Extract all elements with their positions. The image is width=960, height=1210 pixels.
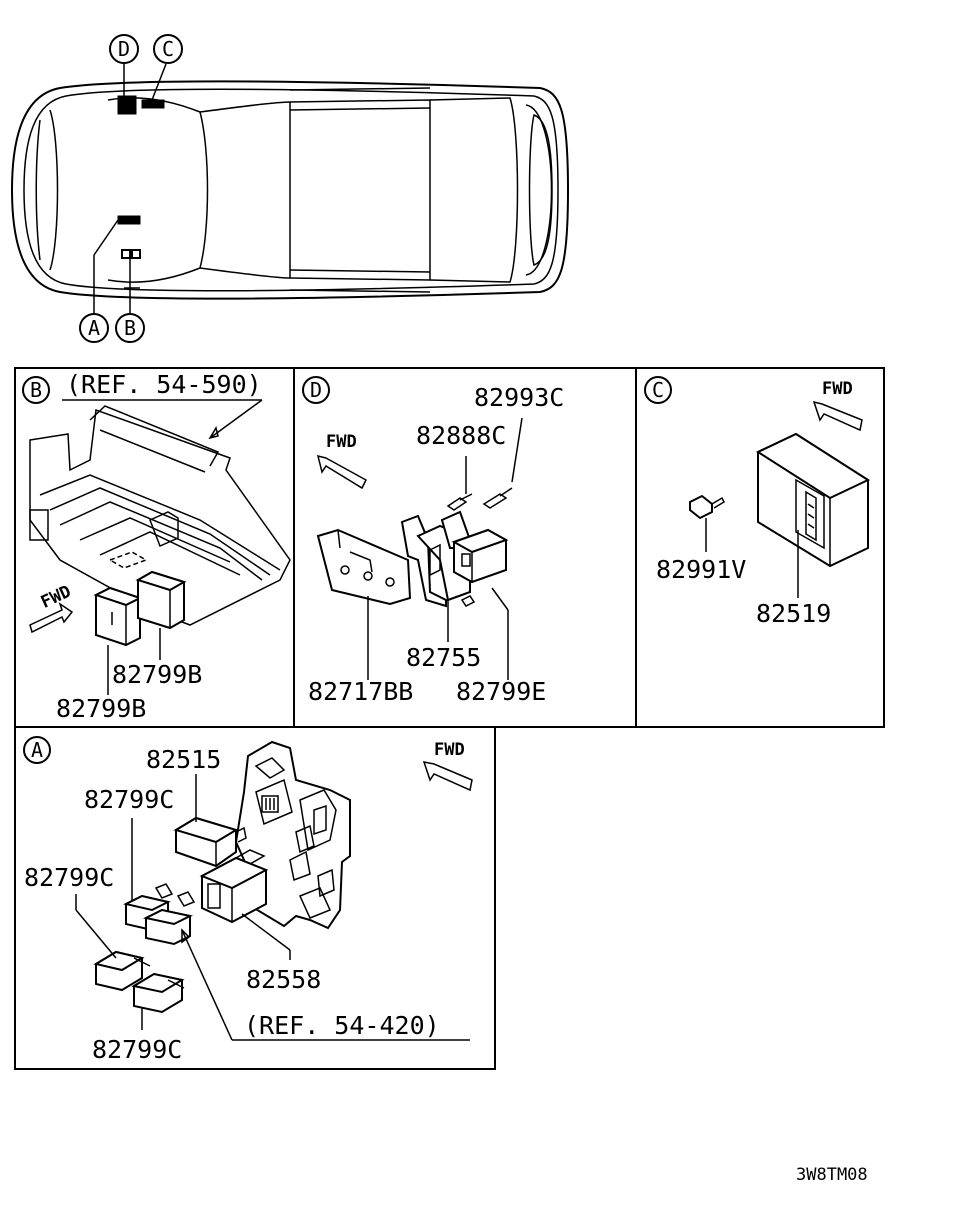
- callout-a-label: A: [88, 316, 100, 340]
- part-82799c-middle: 82799C: [24, 863, 114, 892]
- callout-d: D: [109, 34, 139, 64]
- panel-b: B (REF. 54-590) FWD 82799B 82799B: [22, 370, 291, 723]
- panel-a-ref: (REF. 54-420): [244, 1011, 440, 1040]
- part-82515: 82515: [146, 745, 221, 774]
- callout-d-label: D: [118, 37, 130, 61]
- panel-c-badge: C: [652, 378, 664, 402]
- part-82799b-lower: 82799B: [56, 694, 146, 723]
- part-82755: 82755: [406, 643, 481, 672]
- part-82991v: 82991V: [656, 555, 746, 584]
- panel-d-fwd: FWD: [326, 432, 357, 452]
- panel-a: A FWD 82515 82558: [23, 736, 473, 1064]
- callout-b-label: B: [124, 316, 136, 340]
- part-82799c-lower: 82799C: [92, 1035, 182, 1064]
- part-82993c: 82993C: [474, 383, 564, 412]
- callout-c-label: C: [162, 37, 174, 61]
- vehicle-top-view: [10, 63, 570, 313]
- part-82558: 82558: [246, 965, 321, 994]
- panel-frames: [14, 367, 885, 1070]
- panel-c-fwd: FWD: [822, 379, 853, 399]
- diagram-code: 3W8TM08: [796, 1165, 868, 1185]
- panel-c: C FWD 82991V 82519: [644, 376, 871, 628]
- panel-b-ref: (REF. 54-590): [66, 370, 262, 399]
- callout-b: B: [115, 313, 145, 343]
- part-82717bb: 82717BB: [308, 677, 413, 706]
- part-82799c-upper: 82799C: [84, 785, 174, 814]
- part-82799b-upper: 82799B: [112, 660, 202, 689]
- part-82888c: 82888C: [416, 421, 506, 450]
- panel-b-badge: B: [30, 378, 42, 402]
- callout-a: A: [79, 313, 109, 343]
- panel-d-badge: D: [310, 378, 322, 402]
- panel-a-fwd: FWD: [434, 740, 465, 760]
- panel-a-badge: A: [31, 738, 43, 762]
- part-82799e: 82799E: [456, 677, 546, 706]
- part-82519: 82519: [756, 599, 831, 628]
- callout-c: C: [153, 34, 183, 64]
- panel-b-fwd: FWD: [38, 582, 74, 613]
- panel-d: D FWD 82993C 82888C 82755: [302, 376, 564, 706]
